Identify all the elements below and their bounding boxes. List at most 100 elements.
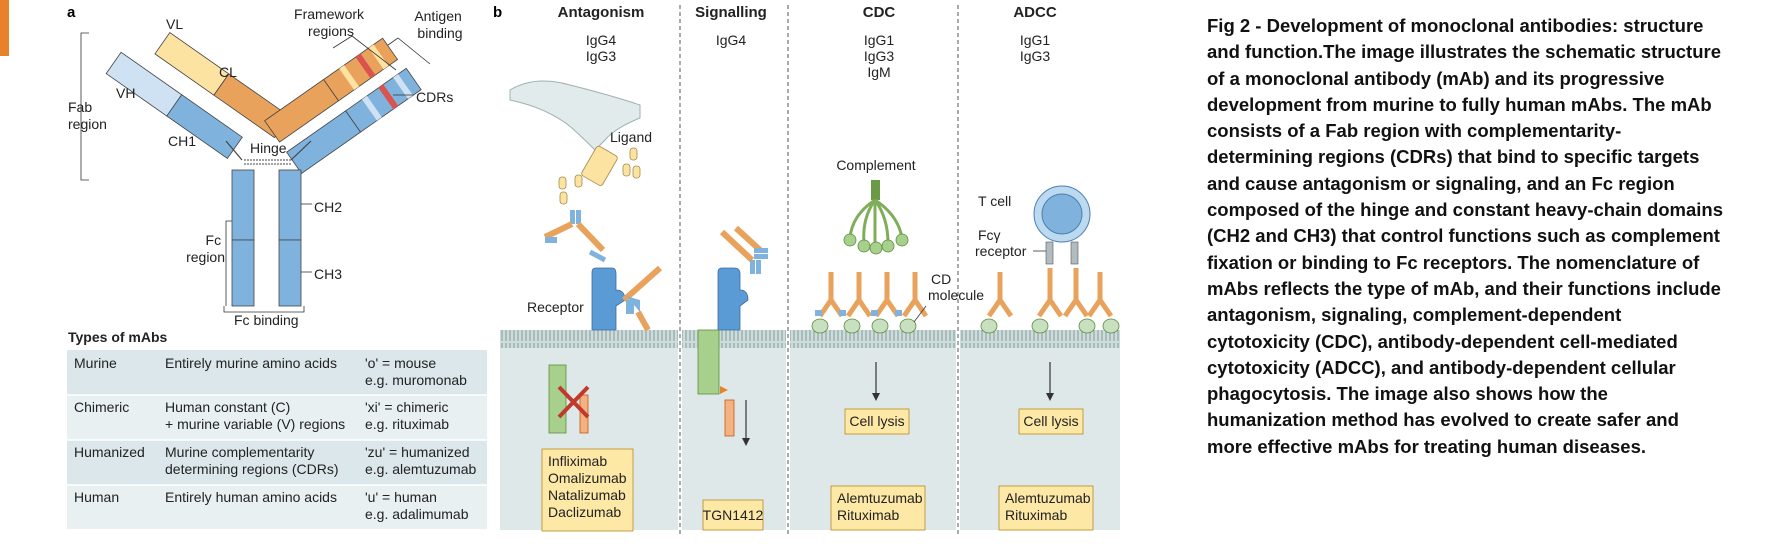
column-title-adcc: ADCC bbox=[1013, 4, 1056, 21]
ch3-domain-right bbox=[278, 239, 302, 307]
ligand-source-cell bbox=[509, 80, 641, 151]
framework-label: Framework regions bbox=[294, 6, 368, 39]
framework-bracket bbox=[332, 35, 397, 71]
table-row-desc: Entirely human amino acids bbox=[165, 489, 337, 505]
ligand-molecule bbox=[622, 163, 631, 177]
cdc-antibodies bbox=[817, 272, 929, 318]
framework-band bbox=[339, 65, 360, 90]
cell-lysis-box bbox=[844, 408, 910, 435]
cd-molecule bbox=[980, 318, 998, 334]
ch1-domain-left bbox=[166, 94, 243, 160]
cdrs-label: CDRs bbox=[416, 89, 453, 105]
framework-band bbox=[362, 95, 382, 121]
complement-head bbox=[895, 233, 909, 247]
vl-label: VL bbox=[166, 16, 183, 32]
table-row-example: e.g. adalimumab bbox=[365, 506, 469, 522]
column-title-cdc: CDC bbox=[863, 4, 896, 21]
panel-b-letter: b bbox=[493, 4, 502, 21]
cd-molecule bbox=[899, 318, 917, 334]
table-row-type: Murine bbox=[74, 355, 117, 371]
t-cell-label: T cell bbox=[978, 193, 1011, 209]
signal-arrow-icon bbox=[742, 438, 750, 446]
orange-edge-tab bbox=[0, 0, 9, 56]
table-title: Types of mAbs bbox=[68, 329, 168, 345]
cd-molecule-label: CD molecule bbox=[928, 271, 984, 303]
drug-box-antagonism bbox=[541, 448, 634, 532]
cell-membrane bbox=[790, 330, 956, 348]
ligand-molecule bbox=[632, 165, 641, 179]
drug-name: Rituximab bbox=[837, 507, 899, 523]
table-row-desc: Human constant (C) bbox=[165, 399, 290, 415]
fc-receptor bbox=[1070, 241, 1079, 265]
isotype-label: IgG4 bbox=[716, 32, 747, 48]
antibody-bound bbox=[622, 265, 662, 332]
fc-bracket bbox=[225, 220, 232, 306]
drug-name: TGN1412 bbox=[703, 507, 764, 523]
cd-molecule bbox=[1078, 318, 1096, 334]
table-row-suffix: 'zu' = humanized bbox=[365, 444, 470, 460]
antagonism-scene: Ligand Receptor bbox=[509, 80, 662, 532]
complement-head bbox=[881, 239, 895, 253]
cl-label: CL bbox=[219, 64, 237, 80]
table-row-type: Chimeric bbox=[74, 399, 129, 415]
active-signal-protein bbox=[697, 329, 720, 395]
cell-lysis-label: Cell lysis bbox=[1023, 413, 1078, 429]
inactive-signal-protein bbox=[548, 364, 567, 434]
ch3-domain-left bbox=[231, 239, 255, 307]
isotype-label: IgG4 bbox=[586, 32, 617, 48]
adcc-scene: T cell Fcγ receptor Ce bbox=[975, 185, 1120, 531]
drug-name: Alemtuzumab bbox=[1005, 490, 1091, 506]
ligand-molecule bbox=[559, 191, 568, 205]
cell-membrane bbox=[682, 330, 786, 348]
hinge-label: Hinge bbox=[250, 140, 287, 156]
cdr-band bbox=[378, 84, 399, 110]
signalling-scene: TGN1412 bbox=[697, 225, 768, 531]
table-row-desc: determining regions (CDRs) bbox=[165, 461, 339, 477]
ligand-molecule bbox=[629, 147, 638, 161]
cdr-band bbox=[355, 53, 376, 79]
fc-binding-bracket bbox=[223, 306, 305, 313]
drug-name: Daclizumab bbox=[548, 504, 621, 520]
block-x-icon bbox=[557, 385, 590, 419]
cd-molecule bbox=[843, 318, 861, 334]
antigen-binding-label: Antigen binding bbox=[414, 8, 465, 41]
cell-lysis-box bbox=[1018, 408, 1084, 435]
fab-bracket bbox=[80, 32, 89, 181]
fc-binding-label: Fc binding bbox=[234, 312, 299, 328]
table-row-suffix: 'u' = human bbox=[365, 489, 437, 505]
cell-lysis-label: Cell lysis bbox=[849, 413, 904, 429]
right-fab-arm bbox=[264, 35, 431, 174]
panel-b: b Antagonism IgG4 IgG3 Signalling IgG4 C… bbox=[493, 4, 1120, 535]
table-row-desc: Entirely murine amino acids bbox=[165, 355, 337, 371]
cd-molecule bbox=[811, 318, 829, 334]
ch3-label: CH3 bbox=[314, 266, 342, 282]
panel-a: a bbox=[67, 4, 487, 529]
ligand-molecule bbox=[558, 176, 567, 190]
table-row-suffix: 'xi' = chimeric bbox=[365, 399, 449, 415]
drug-name: Natalizumab bbox=[548, 487, 626, 503]
table-row-type: Humanized bbox=[74, 444, 145, 460]
drug-box-adcc bbox=[998, 485, 1094, 531]
complement-head bbox=[843, 233, 857, 247]
antibody-floating bbox=[543, 210, 607, 263]
ligand-label: Ligand bbox=[610, 129, 652, 145]
cdc-scene: Complement bbox=[811, 157, 984, 531]
isotype-label: IgG1 bbox=[1020, 32, 1051, 48]
receptor-label: Receptor bbox=[527, 299, 584, 315]
table-row-desc: + murine variable (V) regions bbox=[165, 416, 345, 432]
fc-receptor-label: Fcγ receptor bbox=[975, 227, 1027, 259]
table-row-desc: Murine complementarity bbox=[165, 444, 314, 460]
receptor bbox=[591, 267, 626, 331]
isotype-label: IgG3 bbox=[864, 48, 895, 64]
signalling-receptor bbox=[717, 267, 749, 331]
ch1-label: CH1 bbox=[168, 133, 196, 149]
column-title-antagonism: Antagonism bbox=[558, 4, 645, 21]
drug-name: Omalizumab bbox=[548, 470, 627, 486]
adcc-antibodies bbox=[986, 268, 1114, 318]
complement-label: Complement bbox=[836, 157, 915, 173]
fab-region-label: Fab region bbox=[68, 99, 107, 132]
table-row-type: Human bbox=[74, 489, 119, 505]
ligand bbox=[581, 145, 618, 186]
table-row-example: e.g. muromonab bbox=[365, 372, 467, 388]
